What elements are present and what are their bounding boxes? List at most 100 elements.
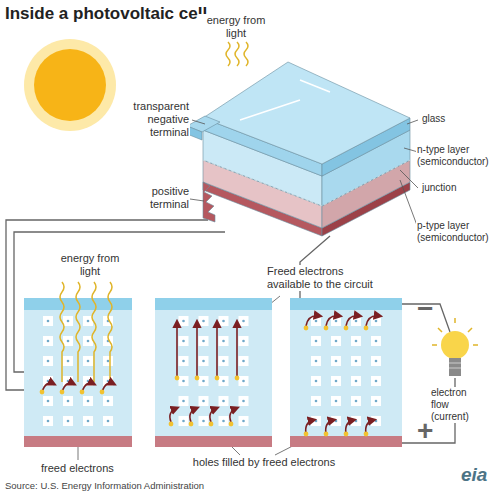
lattice-atom	[107, 420, 110, 423]
lattice-cell	[43, 316, 53, 326]
lattice-cell	[371, 356, 381, 366]
lattice-atom	[47, 320, 50, 323]
lattice-atom	[355, 340, 358, 343]
lattice-cell	[43, 356, 53, 366]
solar-cell	[203, 182, 215, 222]
electron	[175, 376, 180, 381]
lattice-atom	[67, 340, 70, 343]
panel-light	[60, 282, 112, 382]
lattice-atom	[67, 420, 70, 423]
panels	[155, 310, 272, 436]
lattice-cell	[83, 416, 93, 426]
lattice-atom	[242, 360, 245, 363]
lattice-cell	[63, 356, 73, 366]
lattice-cell	[83, 376, 93, 386]
electron	[215, 376, 220, 381]
lattice-atom	[375, 340, 378, 343]
label: −	[416, 292, 434, 326]
leader-lines	[407, 120, 418, 124]
panels	[24, 298, 132, 310]
lattice-cell	[239, 396, 249, 406]
lattice-atom	[222, 400, 225, 403]
light-bulb	[441, 331, 469, 359]
lattice-atom	[202, 400, 205, 403]
leader-lines	[190, 199, 204, 201]
lattice-cell	[43, 336, 53, 346]
label: junction	[421, 182, 457, 194]
lattice-atom	[242, 380, 245, 383]
electron-arrow	[216, 322, 218, 376]
lattice-atom	[67, 320, 70, 323]
hole-arrow	[230, 408, 237, 422]
electron	[324, 432, 329, 437]
lattice-cell	[311, 356, 321, 366]
lattice-atom	[182, 360, 185, 363]
label: freed electrons	[40, 462, 115, 475]
light-rays	[235, 42, 239, 66]
electron	[195, 376, 200, 381]
electron-arrow	[366, 316, 380, 326]
lattice-atom	[375, 400, 378, 403]
lattice-atom	[315, 320, 318, 323]
lattice-cell	[199, 376, 209, 386]
light-bulb	[449, 358, 461, 376]
panel-light	[60, 282, 64, 382]
lattice-cell	[63, 316, 73, 326]
panel-light	[92, 282, 96, 382]
lattice-atom	[67, 400, 70, 403]
hole-arrow	[210, 408, 217, 422]
lattice-cell	[83, 396, 93, 406]
lattice-cell	[371, 316, 381, 326]
lattice-atom	[222, 360, 225, 363]
lattice-atom	[315, 380, 318, 383]
label: +	[416, 414, 434, 448]
electron-arrow	[236, 322, 238, 376]
lattice-atom	[375, 420, 378, 423]
sun	[24, 39, 116, 131]
electron	[229, 422, 234, 427]
lattice-atom	[222, 340, 225, 343]
lattice-cell	[63, 376, 73, 386]
lattice-cell	[179, 316, 189, 326]
lattice-atom	[47, 360, 50, 363]
electron	[169, 422, 174, 427]
lattice-cell	[63, 416, 73, 426]
sun	[34, 49, 106, 121]
electron	[364, 432, 369, 437]
lattice-cell	[43, 416, 53, 426]
lattice-cell	[351, 316, 361, 326]
lattice-atom	[335, 340, 338, 343]
lattice-atom	[202, 380, 205, 383]
electron	[60, 390, 65, 395]
electron	[100, 390, 105, 395]
lattice-cell	[239, 356, 249, 366]
electron-arrows	[40, 316, 380, 437]
label: Freed electrons available to the circuit	[266, 265, 390, 291]
lattice-atom	[202, 420, 205, 423]
lattice-atom	[315, 400, 318, 403]
lattice-cell	[43, 396, 53, 406]
solar-cell	[203, 160, 410, 206]
lattice-cell	[239, 316, 249, 326]
lattice-atom	[335, 360, 338, 363]
lattice-atom	[182, 340, 185, 343]
lattice-cell	[311, 316, 321, 326]
panel-light	[76, 282, 80, 382]
lattice-atom	[182, 400, 185, 403]
panels	[24, 298, 402, 447]
lattice-cell	[63, 336, 73, 346]
panels	[290, 298, 402, 310]
electron	[189, 422, 194, 427]
lattice-cell	[179, 336, 189, 346]
lattice-cell	[351, 336, 361, 346]
lattice-atom	[242, 320, 245, 323]
lattice-cell	[219, 376, 229, 386]
lattice-cell	[199, 396, 209, 406]
hole-arrow	[190, 408, 197, 422]
title: Inside a photovoltaic cell	[5, 4, 207, 24]
leader-lines	[192, 120, 205, 124]
solar-cell	[230, 80, 330, 120]
lattice-atom	[222, 320, 225, 323]
lattice-cell	[331, 336, 341, 346]
